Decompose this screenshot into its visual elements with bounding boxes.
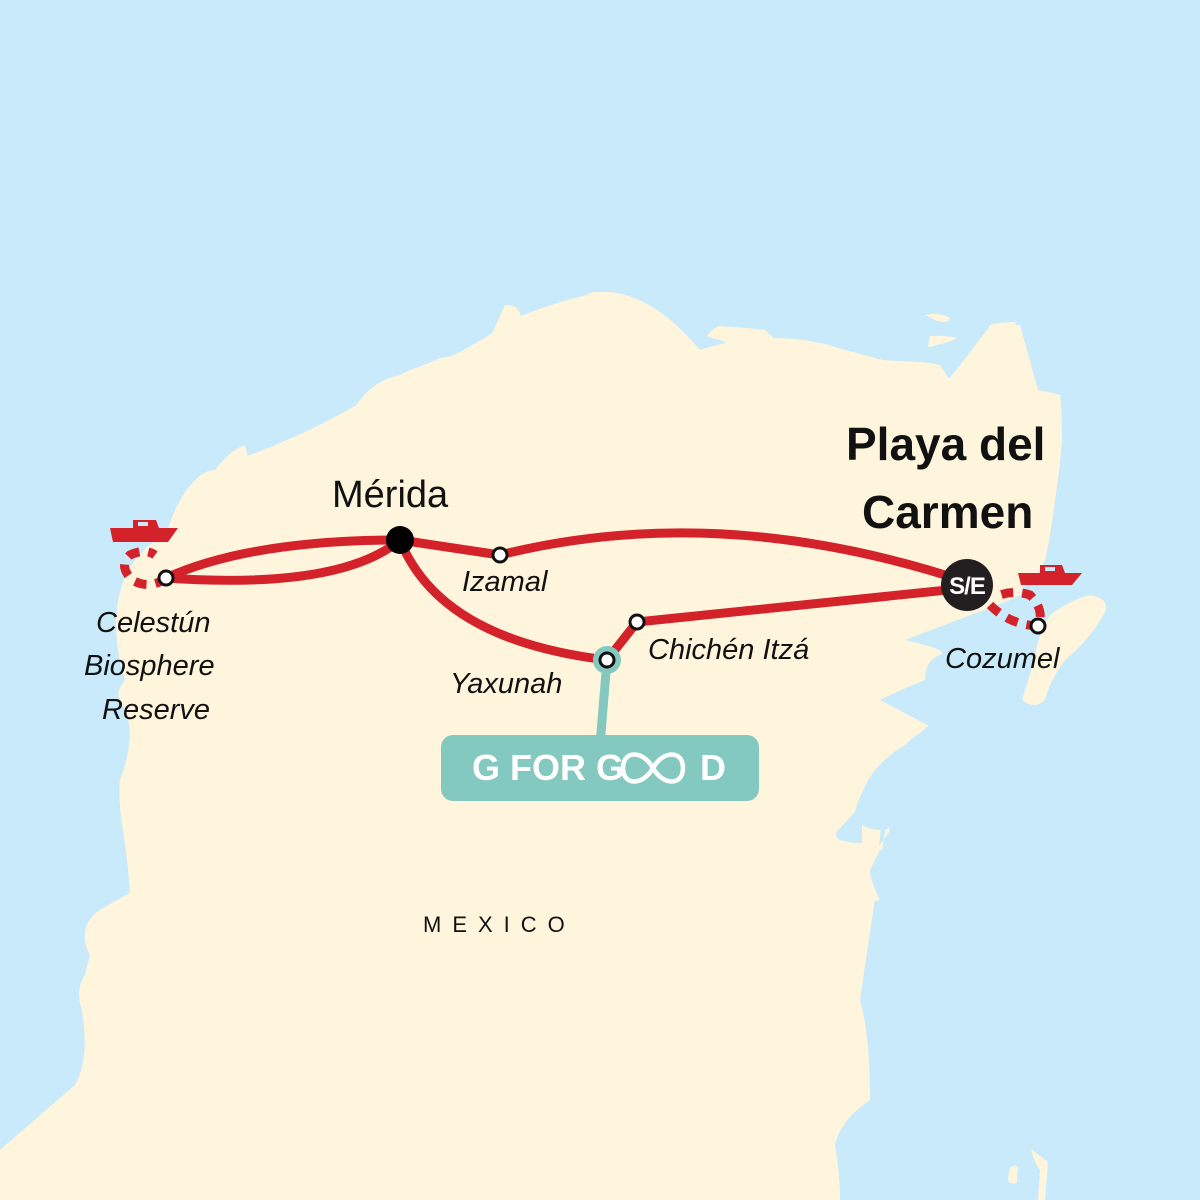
- start-end-circle: [941, 559, 993, 611]
- start-end-marker[interactable]: S/E: [941, 559, 993, 611]
- label-celestun-line3: Reserve: [102, 694, 210, 726]
- boat-icon: [110, 520, 178, 542]
- water-inlet: [836, 745, 912, 843]
- boat-route-cozumel: [986, 588, 1045, 631]
- stop-marker-chichen-itza[interactable]: [628, 613, 646, 631]
- route-chichen-playa: [632, 583, 972, 627]
- start-end-badge: S/E: [949, 573, 986, 600]
- infinity-icon: [620, 752, 686, 784]
- land-islet: [925, 314, 950, 323]
- land-cozumel: [1022, 595, 1106, 705]
- g-for-good-badge[interactable]: G FOR G D: [441, 735, 759, 801]
- g-for-good-label-post: D: [700, 747, 726, 788]
- boat-route-celestun: [120, 547, 169, 589]
- land-islet: [928, 335, 958, 347]
- label-celestun-line1: Celestún: [96, 607, 210, 639]
- label-playa-del-carmen-line1: Playa del: [846, 418, 1045, 470]
- route-lines: [161, 528, 972, 665]
- stop-marker-yaxunah[interactable]: [598, 651, 616, 669]
- route-izamal-playa: [495, 528, 972, 587]
- g-for-good-connector: [595, 659, 612, 746]
- g-for-good-label-pre: G FOR G: [472, 747, 624, 788]
- label-izamal: Izamal: [462, 566, 549, 598]
- label-celestun-line2: Biosphere: [84, 650, 215, 682]
- label-playa-del-carmen-line2: Carmen: [862, 486, 1033, 538]
- route-merida-celestun-upper: [161, 535, 405, 583]
- boat-icon: [1018, 565, 1082, 585]
- stop-marker-celestun[interactable]: [157, 569, 175, 587]
- route-merida-yaxunah: [395, 535, 612, 665]
- major-stop-marker-merida[interactable]: [386, 526, 414, 554]
- label-country: MEXICO: [423, 912, 576, 937]
- label-yaxunah: Yaxunah: [450, 668, 562, 700]
- land-islet: [1031, 1149, 1048, 1200]
- label-chichen-itza: Chichén Itzá: [648, 634, 809, 666]
- water-east: [855, 0, 1200, 1200]
- stop-marker-cozumel[interactable]: [1029, 617, 1047, 635]
- stop-marker-izamal[interactable]: [491, 546, 509, 564]
- land-islet: [1008, 1165, 1018, 1184]
- label-cozumel: Cozumel: [945, 643, 1061, 675]
- g-for-good-background: [441, 735, 759, 801]
- boat-routes: [120, 547, 1045, 631]
- label-merida: Mérida: [332, 474, 449, 516]
- route-merida-celestun-lower: [161, 535, 405, 585]
- route-merida-izamal: [395, 535, 505, 560]
